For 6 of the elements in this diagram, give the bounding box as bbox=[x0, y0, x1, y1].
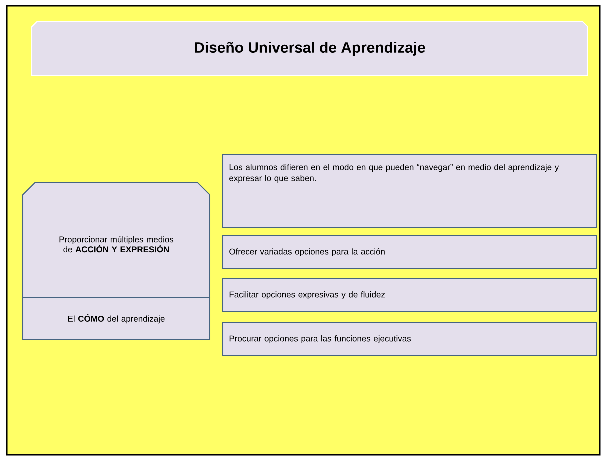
title-banner: Diseño Universal de Aprendizaje bbox=[32, 22, 588, 76]
text-box: Los alumnos difieren en el modo en que pueden “navegar” en medio del aprendizaje y expresar lo que saben. bbox=[222, 154, 598, 228]
text-box: Facilitar opciones expresivas y de fluidez bbox=[222, 278, 598, 312]
category-box: El CÓMO del aprendizaje bbox=[22, 297, 210, 340]
text-box: Procurar opciones para las funciones ejecutivas bbox=[222, 322, 598, 356]
text-box: Ofrecer variadas opciones para la acción bbox=[222, 235, 598, 270]
